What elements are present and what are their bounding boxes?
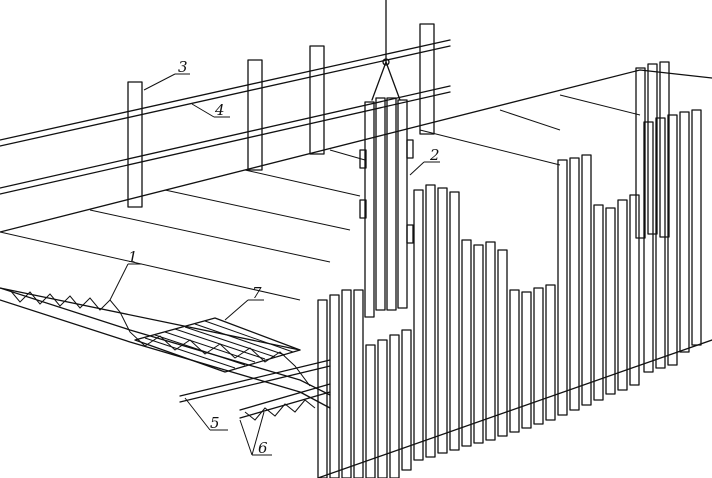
callout-leaders	[109, 73, 440, 456]
callout-2: 2	[429, 146, 440, 164]
callout-4: 4	[214, 101, 225, 119]
callout-5: 5	[210, 414, 220, 432]
floor-slab	[0, 69, 712, 351]
guard-railing	[0, 23, 451, 208]
wall-formwork	[317, 61, 712, 478]
truss-girders	[0, 287, 331, 421]
crane-hoist	[371, 0, 401, 101]
lifted-formwork-panel	[359, 97, 414, 318]
callout-6: 6	[258, 439, 268, 457]
callout-7: 7	[252, 284, 262, 302]
callout-3: 3	[178, 58, 188, 76]
deck-panel	[134, 317, 301, 373]
callout-1: 1	[128, 248, 138, 266]
